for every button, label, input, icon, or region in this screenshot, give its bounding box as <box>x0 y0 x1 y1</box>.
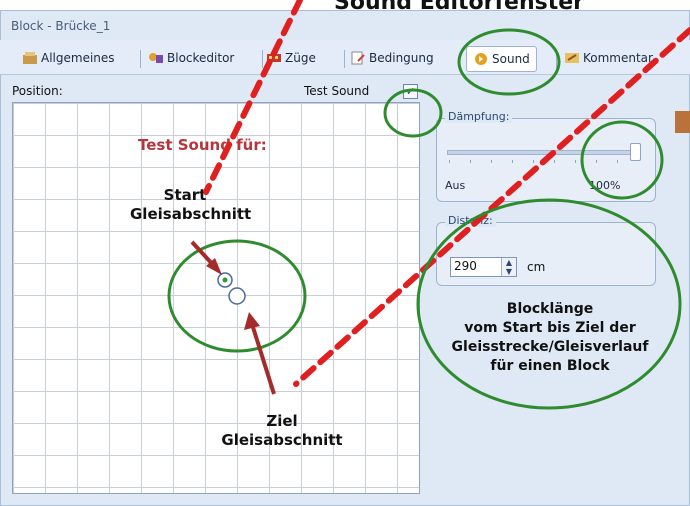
position-grid[interactable] <box>12 102 420 494</box>
sound-tab-highlight <box>457 28 561 96</box>
daempfung-min-label: Aus <box>445 179 466 192</box>
top-caption: Sound Editorfenster <box>334 0 585 15</box>
spin-updown-icon[interactable]: ▲▼ <box>501 258 516 276</box>
tab-zuege[interactable]: Züge <box>266 46 316 70</box>
settings-icon <box>22 51 38 65</box>
tab-separator <box>344 50 345 68</box>
arrow-head-icon <box>244 312 260 330</box>
tab-kommentar[interactable]: Kommentar <box>564 46 653 70</box>
sound-icon <box>473 52 489 66</box>
distanz-value: 290 <box>454 259 477 273</box>
window-title: Block - Brücke_1 <box>11 19 111 33</box>
daempfung-slider-thumb[interactable] <box>630 143 641 161</box>
tab-allgemeines[interactable]: Allgemeines <box>22 46 115 70</box>
tab-separator <box>262 50 263 68</box>
position-label: Position: <box>12 84 63 98</box>
train-icon <box>266 51 282 65</box>
block-length-description: Blocklänge vom Start bis Ziel der Gleiss… <box>451 301 649 374</box>
checkbox-highlight <box>383 88 443 138</box>
comment-icon <box>564 51 580 65</box>
ziel-annotation: Ziel Gleisabschnitt <box>221 412 343 449</box>
red-dashed-line <box>203 0 303 195</box>
daempfung-label: Dämpfung: <box>445 110 513 123</box>
distanz-input[interactable]: 290 ▲▼ <box>450 257 517 277</box>
tab-blockeditor[interactable]: Blockeditor <box>148 46 234 70</box>
tab-bar: Allgemeines Blockeditor Züge Bedingung S… <box>0 40 690 75</box>
distanz-unit: cm <box>527 260 546 274</box>
tab-sound[interactable]: Sound <box>466 46 537 72</box>
tab-separator <box>556 50 557 68</box>
tab-separator <box>140 50 141 68</box>
test-sound-label: Test Sound <box>304 84 370 98</box>
block-editor-icon <box>148 51 164 65</box>
ziel-marker[interactable] <box>228 287 246 305</box>
side-strip <box>675 111 690 133</box>
red-dashed-line <box>293 27 690 387</box>
grid-title: Test Sound für: <box>138 136 267 154</box>
start-annotation: Start Gleisabschnitt <box>130 186 252 223</box>
distance-highlight <box>416 198 682 410</box>
tab-bedingung[interactable]: Bedingung <box>350 46 434 70</box>
slider-max-highlight <box>580 120 664 200</box>
track-highlight <box>167 239 307 353</box>
arrow-head-icon <box>206 258 222 275</box>
arrow-to-ziel <box>250 323 276 395</box>
condition-icon <box>350 51 366 65</box>
